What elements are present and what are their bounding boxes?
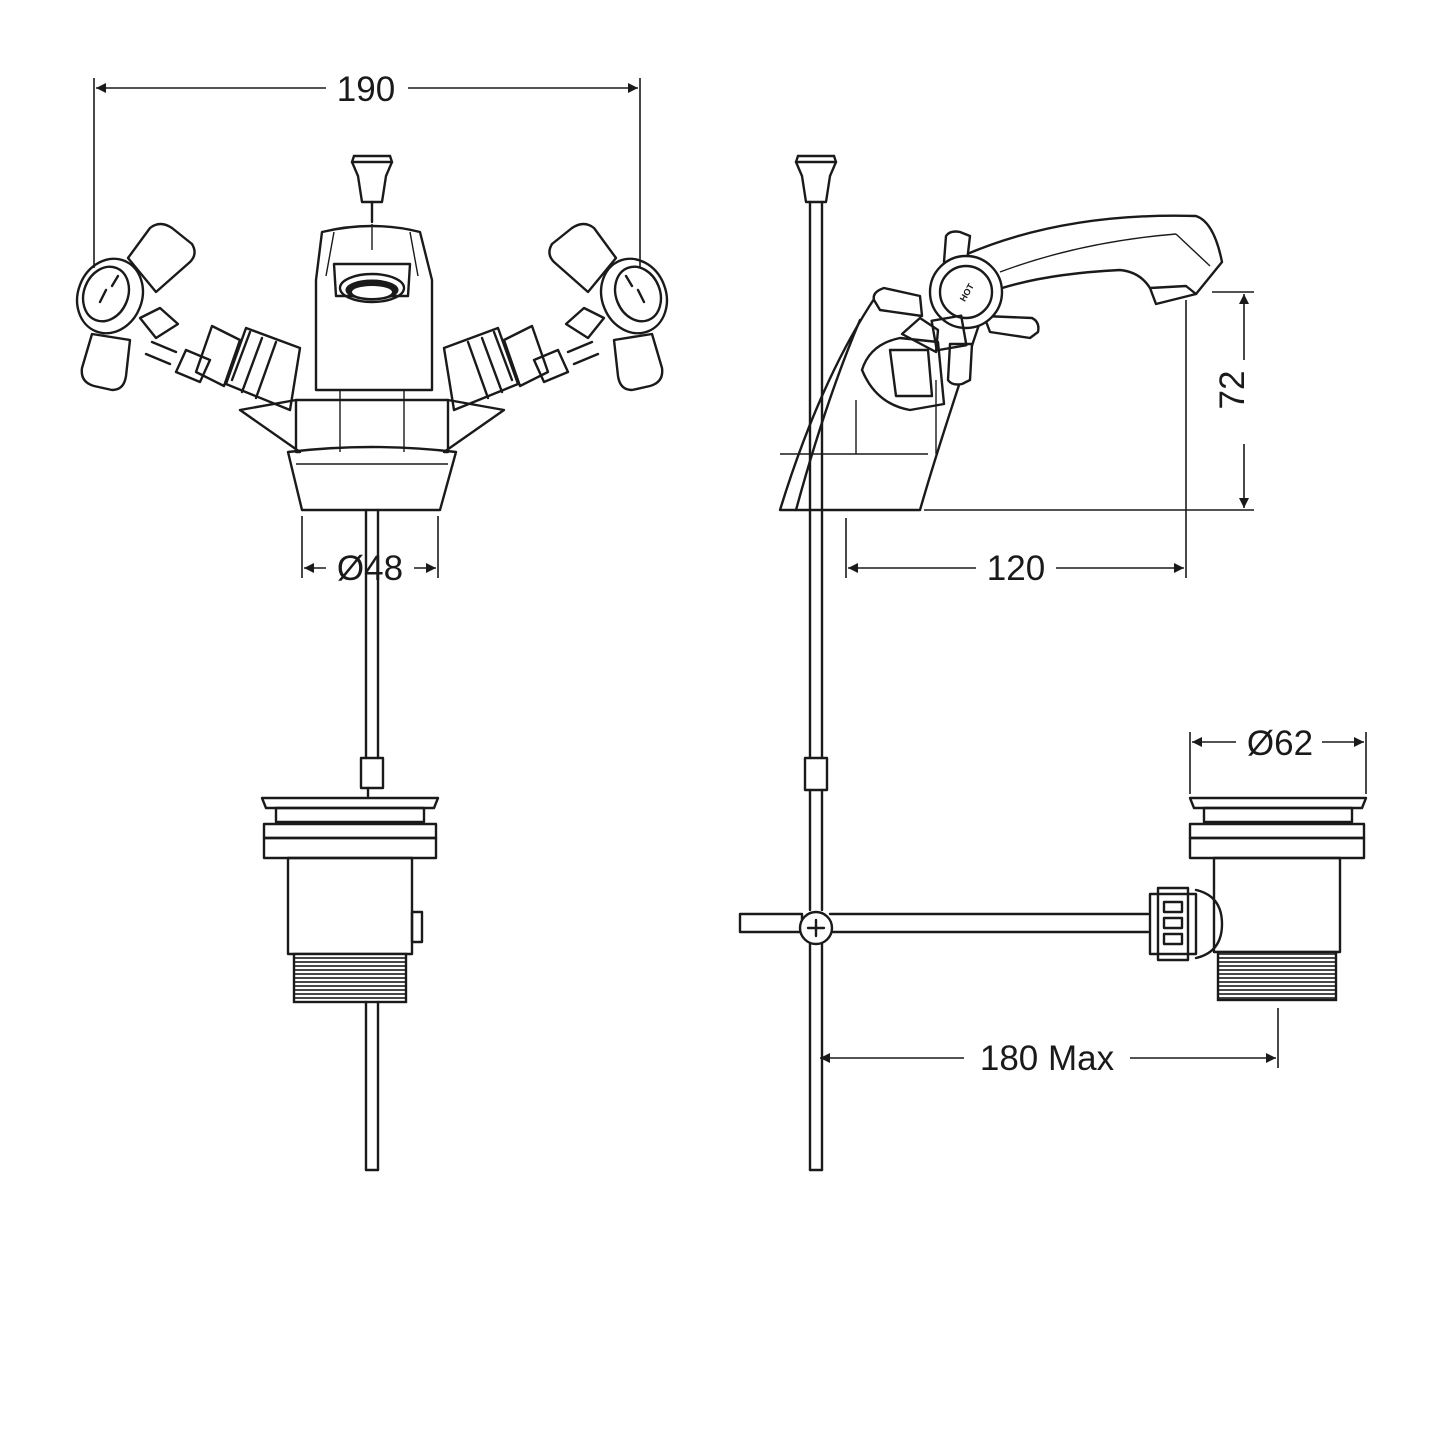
popup-rod-side	[803, 200, 829, 1172]
waste-front	[260, 796, 440, 1172]
popup-knob-front	[350, 154, 394, 224]
dim-rod-reach-label: 180 Max	[980, 1039, 1115, 1078]
spout-side	[956, 214, 1224, 306]
dim-overall-width: 190	[93, 70, 641, 268]
dim-spout-height-label: 72	[1213, 371, 1252, 410]
dim-waste-diameter-label: Ø62	[1247, 724, 1313, 763]
dim-waste-diameter: Ø62	[1189, 724, 1367, 794]
dim-spout-projection: 120	[845, 300, 1187, 588]
linkage-rod-side	[738, 910, 1150, 946]
dim-base-diameter: Ø48	[301, 516, 439, 588]
dim-overall-width-label: 190	[337, 70, 395, 109]
cross-handle-side: HOT	[872, 230, 1040, 386]
waste-side	[1148, 796, 1368, 1002]
left-valve-front	[75, 222, 302, 412]
popup-knob-side	[794, 154, 838, 204]
tap-body-front	[238, 224, 506, 512]
popup-rod-front	[359, 508, 385, 798]
side-view: HOT	[738, 154, 1368, 1172]
dim-rod-reach: 180 Max	[820, 1008, 1279, 1078]
dim-base-diameter-label: Ø48	[337, 549, 403, 588]
dim-spout-height: 72	[924, 291, 1254, 511]
right-valve-front	[442, 222, 669, 412]
front-view: 190 Ø48	[75, 70, 669, 1172]
dim-spout-projection-label: 120	[987, 549, 1045, 588]
